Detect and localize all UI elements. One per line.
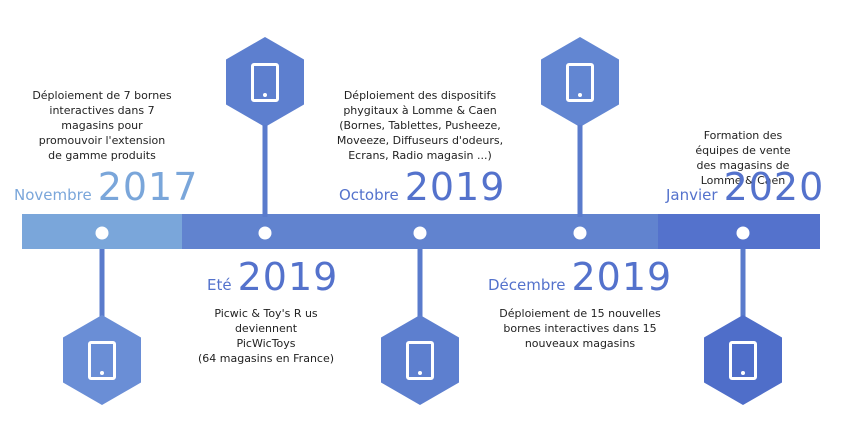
description-line: magasins pour <box>61 119 143 132</box>
milestone-description-5: Formation des équipes de vente des magas… <box>694 128 793 188</box>
milestone-month: Octobre <box>339 186 399 204</box>
description-line: promouvoir l'extension <box>38 134 166 147</box>
description-line: Formation des équipes de vente <box>695 129 791 157</box>
description-line: Déploiement de 7 bornes <box>32 89 172 102</box>
milestone-date-1: Novembre 2017 <box>14 165 198 209</box>
milestone-description-1: Déploiement de 7 bornes interactives dan… <box>32 88 171 163</box>
milestone-year: 2019 <box>404 165 506 209</box>
description-line: Déploiement de 15 nouvelles <box>499 307 661 320</box>
description-line: nouveaux magasins <box>524 337 636 350</box>
description-line: (Bornes, Tablettes, Pusheeze, <box>339 119 501 132</box>
milestone-year: 2020 <box>723 165 825 209</box>
milestone-year: 2019 <box>237 255 339 299</box>
connector-stem <box>417 249 423 319</box>
description-line: de gamme produits <box>48 149 156 162</box>
milestone-description-3: Déploiement des dispositifs phygitaux à … <box>337 88 503 163</box>
milestone-month: Janvier <box>666 186 718 204</box>
timeline-dot <box>95 226 109 240</box>
milestone-year: 2019 <box>571 255 673 299</box>
connector-stem <box>99 249 105 319</box>
milestone-date-5: Janvier 2020 <box>666 165 824 209</box>
milestone-description-2: Picwic & Toy's R us deviennent PicWicToy… <box>198 306 334 366</box>
tablet-icon <box>566 62 594 102</box>
timeline-dot <box>413 226 427 240</box>
tablet-icon <box>406 340 434 380</box>
timeline-dot <box>736 226 750 240</box>
description-line: Déploiement des dispositifs <box>343 89 497 102</box>
timeline-dot <box>573 226 587 240</box>
hexagon-badge <box>381 315 459 405</box>
description-line: (64 magasins en France) <box>197 352 335 365</box>
hexagon-badge <box>541 37 619 127</box>
description-line: Ecrans, Radio magasin ...) <box>348 149 492 162</box>
milestone-month: Novembre <box>14 186 92 204</box>
description-line: Moveeze, Diffuseurs d'odeurs, <box>336 134 504 147</box>
description-line: PicWicToys <box>236 337 296 350</box>
milestone-date-3: Octobre 2019 <box>339 165 505 209</box>
description-line: des magasins de Lomme & Caen <box>696 159 790 187</box>
tablet-icon <box>88 340 116 380</box>
milestone-year: 2017 <box>97 165 199 209</box>
milestone-date-4: Décembre 2019 <box>488 255 672 299</box>
description-line: phygitaux à Lomme & Caen <box>343 104 497 117</box>
milestone-date-2: Eté 2019 <box>207 255 338 299</box>
connector-stem <box>262 125 268 217</box>
tablet-icon <box>251 62 279 102</box>
description-line: deviennent <box>234 322 298 335</box>
milestone-description-4: Déploiement de 15 nouvelles bornes inter… <box>499 306 660 351</box>
milestone-month: Décembre <box>488 276 566 294</box>
hexagon-badge <box>704 315 782 405</box>
timeline-dot <box>258 226 272 240</box>
connector-stem <box>577 125 583 217</box>
hexagon-badge <box>226 37 304 127</box>
tablet-icon <box>729 340 757 380</box>
description-line: bornes interactives dans 15 <box>503 322 657 335</box>
description-line: Picwic & Toy's R us <box>214 307 318 320</box>
hexagon-badge <box>63 315 141 405</box>
milestone-month: Eté <box>207 276 232 294</box>
description-line: interactives dans 7 <box>49 104 155 117</box>
connector-stem <box>740 249 746 319</box>
